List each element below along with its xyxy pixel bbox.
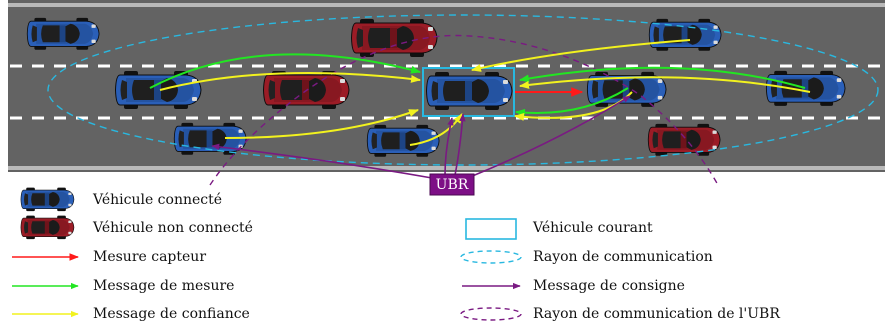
road-edge-top [8, 3, 885, 7]
legend-connected-car-icon [20, 187, 75, 212]
blue-car-icon [765, 70, 846, 107]
setpoint-message-arrow [444, 117, 454, 176]
legend-trust-msg-label: Message de confiance [93, 306, 250, 322]
ubr-radius-arc [209, 34, 719, 186]
legend-comm-radius-label: Rayon de communication [533, 249, 713, 265]
legend-measure-msg-label: Message de mesure [93, 278, 235, 294]
blue-car-icon [115, 70, 202, 110]
setpoint-message-arrow [211, 143, 433, 179]
trust-message-arrow [159, 71, 421, 91]
communication-radius [47, 14, 879, 166]
setpoint-message-arrow [454, 113, 466, 176]
legend-sensor-label: Mesure capteur [93, 249, 207, 265]
legend-setpoint-msg-label: Message de consigne [533, 278, 685, 294]
blue-car-icon [26, 17, 100, 51]
legend-current-label: Véhicule courant [533, 220, 653, 236]
legend-ubr-radius-label: Rayon de communication de l'UBR [533, 306, 780, 322]
setpoint-message-arrow [469, 95, 631, 178]
ubr-node: UBR [429, 173, 475, 196]
trust-message-arrow [471, 39, 691, 72]
legend-unconnected-label: Véhicule non connecté [93, 220, 253, 236]
legend-current-box [465, 218, 517, 240]
blue-car-icon [426, 71, 513, 111]
current-vehicle-box [422, 67, 515, 117]
ubr-label: UBR [436, 177, 469, 193]
legend-connected-label: Véhicule connecté [93, 192, 223, 208]
blue-car-icon [648, 18, 722, 52]
legend-ubr-radius [460, 307, 522, 321]
legend-unconnected-car-icon [20, 215, 75, 240]
measure-message-arrow [519, 66, 806, 89]
legend-comm-radius [460, 250, 522, 264]
measure-message-arrow [149, 53, 421, 89]
road-edge-bottom [8, 166, 885, 170]
trust-message-arrow [519, 76, 811, 93]
measure-message-arrow [515, 87, 629, 117]
trust-message-arrow [224, 109, 419, 139]
trust-message-arrow [409, 113, 463, 146]
